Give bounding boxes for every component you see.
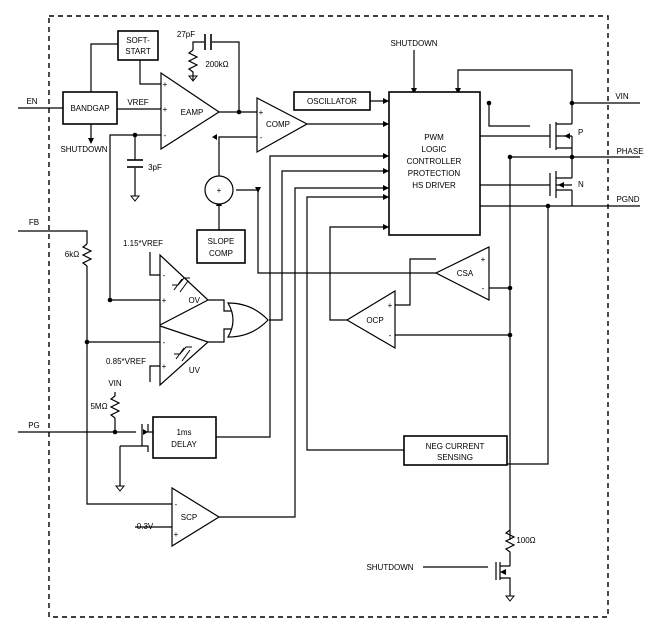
uv-comparator [159, 325, 210, 387]
c3p-label: 3pF [148, 163, 162, 172]
pwm-label-0: PWM [424, 133, 444, 142]
ocp-minus: - [389, 331, 392, 340]
pg-mosfet-arrow [143, 429, 148, 435]
pin-pg: PG [28, 421, 40, 430]
r200k-label: 200kΩ [205, 60, 228, 69]
csa-label: CSA [457, 269, 474, 278]
delay-label-1: 1ms [176, 428, 191, 437]
p-mosfet [549, 122, 572, 150]
soft-start-block [117, 30, 159, 61]
oscillator-block [293, 91, 371, 111]
pin-vin: VIN [615, 92, 629, 101]
ov-minus: - [163, 271, 166, 280]
ocp-comparator [345, 289, 396, 350]
ov-hysteresis-icon [172, 277, 190, 293]
pin-phase: PHASE [616, 147, 643, 156]
scp-comparator [171, 486, 221, 548]
ic-boundary [48, 15, 609, 618]
eamp-plus-2: + [163, 105, 168, 114]
csa-plus: + [481, 255, 486, 264]
bandgap-label: BANDGAP [70, 104, 109, 113]
r5m-label: 5MΩ [90, 402, 107, 411]
pwm-label-2: CONTROLLER [407, 157, 462, 166]
shutdown-mosfet-arrow [500, 569, 506, 575]
pwm-logic-block [388, 91, 481, 236]
n-mosfet [549, 171, 572, 198]
pin-pgnd: PGND [616, 195, 639, 204]
pwm-label-4: HS DRIVER [412, 181, 456, 190]
pwm-label-1: LOGIC [422, 145, 447, 154]
scp-plus: + [174, 530, 179, 539]
ground-pg [114, 485, 126, 492]
neg-current-label-1: NEG CURRENT [426, 442, 485, 451]
ov-plus: + [162, 296, 167, 305]
eamp-label: EAMP [181, 108, 204, 117]
soft-start-label-2: START [125, 47, 151, 56]
vref-115-label: 1.15*VREF [123, 239, 163, 248]
neg-current-label-2: SENSING [437, 453, 473, 462]
ov-comparator [159, 253, 210, 326]
pwm-label-3: PROTECTION [408, 169, 461, 178]
fet-shutdown-label: SHUTDOWN [366, 563, 413, 572]
bandgap-shutdown-label: SHUTDOWN [60, 145, 107, 154]
resistor-100-ohm [504, 529, 516, 554]
c27p-label: 27pF [177, 30, 195, 39]
mos-n-label: N [578, 180, 584, 189]
comp-minus: - [260, 133, 263, 142]
ground-3pf [129, 195, 141, 202]
ov-label: OV [188, 296, 200, 305]
csa-amplifier [434, 246, 490, 301]
resistor-6k [81, 243, 93, 267]
pin-en: EN [26, 97, 37, 106]
resistor-5m [109, 395, 121, 419]
pwm-shutdown-label: SHUTDOWN [390, 39, 437, 48]
or-gate [226, 302, 269, 338]
slope-comp-block [196, 229, 246, 264]
scp-minus: - [175, 500, 178, 509]
comp-label: COMP [266, 120, 290, 129]
summing-node [204, 175, 234, 205]
summer-sign: + [217, 186, 222, 195]
comp-plus: + [259, 108, 264, 117]
mos-p-label: P [578, 128, 583, 137]
vin-pullup-label: VIN [108, 379, 122, 388]
junction-dots [84, 100, 575, 435]
uv-minus: - [163, 338, 166, 347]
r6k-label: 6kΩ [65, 250, 79, 259]
capacitor-27pf [204, 34, 212, 50]
scp-label: SCP [181, 513, 197, 522]
soft-start-label-1: SOFT- [126, 36, 150, 45]
delay-label-2: DELAY [171, 440, 197, 449]
eamp-amplifier [160, 71, 221, 151]
delay-block [152, 416, 217, 459]
resistor-200k [187, 49, 199, 74]
eamp-minus: - [164, 131, 167, 140]
vref-label: VREF [127, 98, 148, 107]
csa-minus: - [482, 284, 485, 293]
r100-label: 100Ω [516, 536, 535, 545]
slope-comp-label-2: COMP [209, 249, 233, 258]
uv-plus: + [162, 362, 167, 371]
pin-fb: FB [29, 218, 39, 227]
vref-085-label: 0.85*VREF [106, 357, 146, 366]
bandgap-block [62, 91, 118, 125]
ocp-label: OCP [366, 316, 383, 325]
resistor-200k-arrow [187, 75, 199, 82]
comp-comparator [256, 97, 309, 154]
slope-comp-label-1: SLOPE [208, 237, 235, 246]
uv-label: UV [189, 366, 201, 375]
uv-hysteresis-icon [174, 346, 192, 362]
neg-current-sensing-block [403, 435, 508, 466]
ocp-plus: + [388, 301, 393, 310]
capacitor-3pf [127, 159, 143, 168]
v-03-label: 0.3V [137, 522, 154, 531]
eamp-plus-1: + [163, 80, 168, 89]
ground-shutdown-fet [504, 595, 516, 602]
oscillator-label: OSCILLATOR [307, 97, 357, 106]
wires [18, 41, 640, 596]
